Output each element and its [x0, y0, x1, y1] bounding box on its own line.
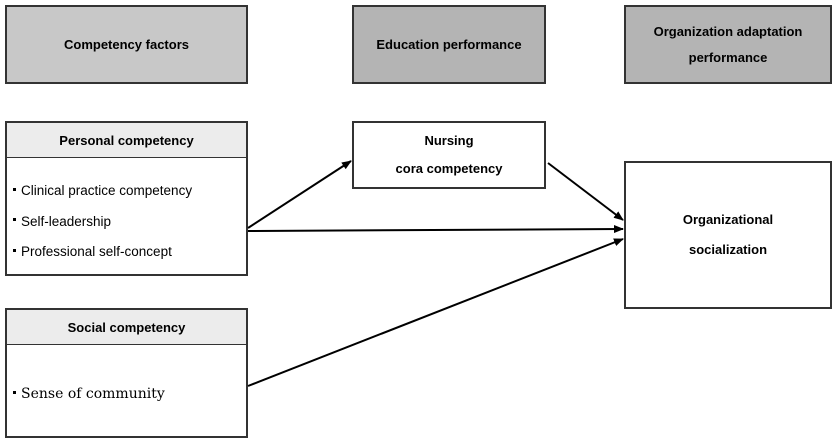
header-education-performance-label: Education performance — [376, 36, 522, 52]
organizational-line2: socialization — [688, 242, 768, 257]
header-education-performance: Education performance — [352, 5, 546, 84]
nursing-core-competency-box: Nursing cora competency — [352, 121, 546, 189]
bullet-icon — [13, 218, 16, 222]
organizational-socialization-box: Organizational socialization — [624, 161, 832, 309]
social-competency-box: Social competency Sense of community — [5, 308, 248, 438]
personal-competency-box: Personal competency Clinical practice co… — [5, 121, 248, 276]
social-competency-list: Sense of community — [13, 379, 242, 410]
personal-competency-title: Personal competency — [7, 123, 246, 158]
header-organization-adaptation-line2: performance — [688, 49, 768, 65]
header-organization-adaptation: Organization adaptation performance — [624, 5, 832, 84]
bullet-icon — [13, 390, 16, 394]
list-item-text: Sense of community — [21, 386, 165, 402]
header-organization-adaptation-line1: Organization adaptation — [653, 23, 803, 39]
nursing-line2: cora competency — [395, 161, 503, 176]
arrow-nursing-to-organizational — [547, 162, 624, 221]
arrow-personal-to-nursing — [247, 160, 352, 229]
header-competency-factors-label: Competency factors — [64, 36, 189, 52]
bullet-icon — [13, 248, 16, 252]
list-item: Professional self-concept — [13, 237, 242, 268]
social-competency-title: Social competency — [7, 310, 246, 345]
personal-competency-title-text: Personal competency — [59, 132, 194, 148]
arrow-social-to-organizational — [247, 238, 624, 387]
list-item: Self-leadership — [13, 207, 242, 238]
list-item: Clinical practice competency — [13, 176, 242, 207]
list-item: Sense of community — [13, 379, 242, 410]
nursing-line1: Nursing — [424, 133, 474, 148]
personal-competency-list: Clinical practice competency Self-leader… — [13, 176, 242, 268]
header-competency-factors: Competency factors — [5, 5, 248, 84]
list-item-text: Professional self-concept — [21, 244, 172, 259]
list-item-text: Self-leadership — [21, 213, 112, 229]
social-competency-title-text: Social competency — [67, 319, 186, 335]
organizational-line1: Organizational — [682, 212, 774, 227]
list-item-text: Clinical practice competency — [21, 183, 193, 198]
arrow-personal-to-organizational — [247, 225, 624, 234]
bullet-icon — [13, 187, 16, 191]
